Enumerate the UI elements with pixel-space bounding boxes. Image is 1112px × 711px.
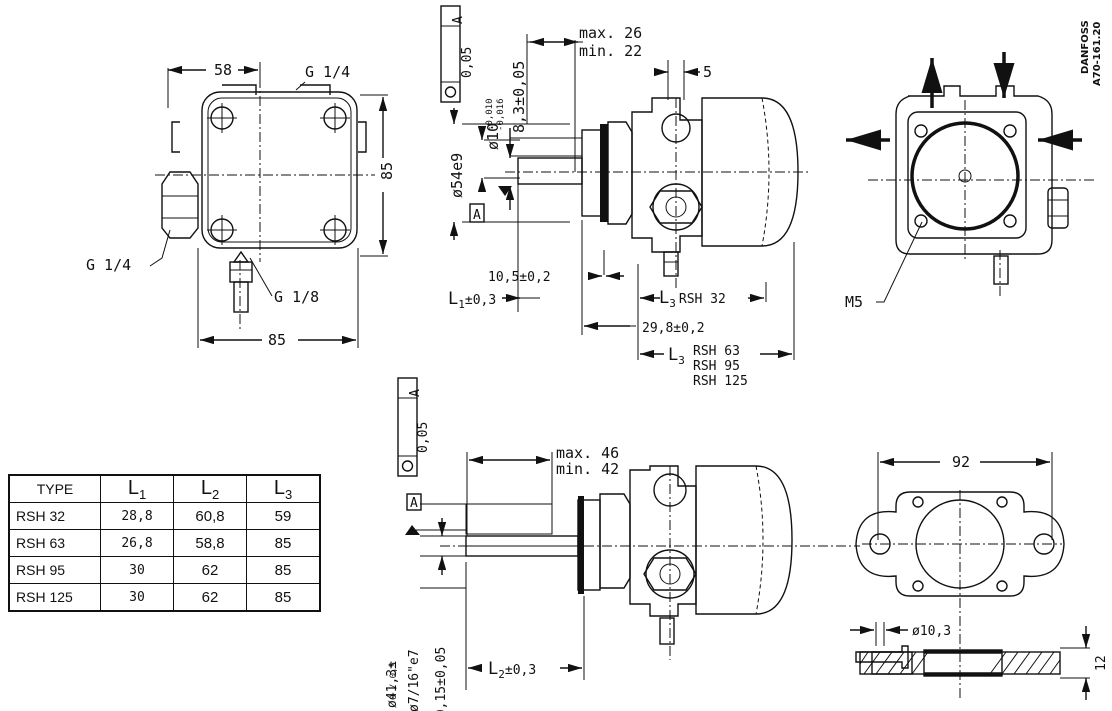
dia-10-tol-upper: -0,010 <box>485 98 495 131</box>
cell-l1: 26,8 <box>100 529 174 557</box>
dim-29-8: 29,8±0,2 <box>642 321 705 336</box>
bottom-datum-a-box: A <box>410 496 418 511</box>
header-l1: L1 <box>100 474 174 503</box>
dim-10-15: 10,15±0,05 <box>434 647 449 711</box>
dia-10-tol-lower: -0,016 <box>496 98 506 131</box>
bottom-max-label: max. 46 <box>556 444 619 462</box>
top-min-label: min. 22 <box>579 42 642 60</box>
port-g14-top: G 1/4 <box>305 63 350 81</box>
cell-l2: 62 <box>173 583 247 612</box>
table-row: RSH 125 30 62 85 <box>8 583 321 612</box>
cell-l1: 28,8 <box>100 502 174 530</box>
port-g18-bottom: G 1/8 <box>274 288 319 306</box>
flange-width-92: 92 <box>952 453 970 471</box>
table-row: RSH 32 28,8 60,8 59 <box>8 502 321 530</box>
flange-hole-10-3: ø10,3 <box>912 624 951 639</box>
brand-line2: A70-161.20 <box>1092 22 1103 86</box>
bottom-min-label: min. 42 <box>556 460 619 478</box>
cell-type: RSH 95 <box>8 556 101 584</box>
cell-l3: 59 <box>246 502 321 530</box>
dia-41-3-tol: 0 / 0,5 <box>389 662 399 700</box>
l3-rsh125: RSH 125 <box>693 374 748 389</box>
port-g14-left: G 1/4 <box>86 256 131 274</box>
cell-type: RSH 125 <box>8 583 101 612</box>
dim-5: 5 <box>703 63 712 81</box>
cell-l2: 58,8 <box>173 529 247 557</box>
bottom-side-pump-view <box>397 377 860 690</box>
top-left-pump-view <box>149 62 388 348</box>
flange-view <box>850 452 1091 700</box>
header-l3: L3 <box>246 474 321 503</box>
dia-10: ø10 <box>484 123 502 150</box>
top-right-pump-view <box>846 52 1095 303</box>
l3-rsh63: RSH 63 <box>693 344 740 359</box>
top-datum-a-box: A <box>473 208 481 223</box>
dim-10-5: 10,5±0,2 <box>488 270 551 285</box>
cell-l2: 60,8 <box>173 502 247 530</box>
thread-m5: M5 <box>845 293 863 311</box>
cell-l2: 62 <box>173 556 247 584</box>
cell-type: RSH 32 <box>8 502 101 530</box>
l1-label: L1±0,3 <box>448 289 496 311</box>
cell-l3: 85 <box>246 583 321 612</box>
dim-85-horizontal: 85 <box>268 331 286 349</box>
l2-label: L2±0,3 <box>488 659 536 681</box>
dia-41-3: ø41,3± <box>385 661 400 708</box>
dimension-table: TYPE L1 L2 L3 RSH 32 28,8 60,8 59 RSH 63… <box>8 474 321 612</box>
dia-54e9: ø54e9 <box>448 153 466 198</box>
top-datum-a: A <box>451 16 466 24</box>
dia-7-16: ø7/16"e7 <box>407 649 422 711</box>
brand-line1: DANFOSS <box>1080 20 1091 74</box>
flange-thickness-12: 12 <box>1094 655 1109 671</box>
header-l2: L2 <box>173 474 247 503</box>
dim-85-vertical: 85 <box>378 162 396 180</box>
top-tolerance: 0,05 <box>460 47 475 78</box>
cell-type: RSH 63 <box>8 529 101 557</box>
l3-rsh95: RSH 95 <box>693 359 740 374</box>
cell-l1: 30 <box>100 583 174 612</box>
dim-8-3: 8,3±0,05 <box>510 61 528 133</box>
bottom-datum-a: A <box>408 389 423 397</box>
bottom-tolerance: 0,05 <box>416 422 431 453</box>
l3-variants-label: L3 <box>668 345 685 367</box>
header-type: TYPE <box>8 474 101 503</box>
cell-l1: 30 <box>100 556 174 584</box>
table-row: RSH 63 26,8 58,8 85 <box>8 529 321 557</box>
cell-l3: 85 <box>246 556 321 584</box>
cell-l3: 85 <box>246 529 321 557</box>
top-max-label: max. 26 <box>579 24 642 42</box>
dim-58: 58 <box>214 61 232 79</box>
top-side-pump-view <box>440 5 810 360</box>
table-header-row: TYPE L1 L2 L3 <box>8 474 321 503</box>
table-row: RSH 95 30 62 85 <box>8 556 321 584</box>
